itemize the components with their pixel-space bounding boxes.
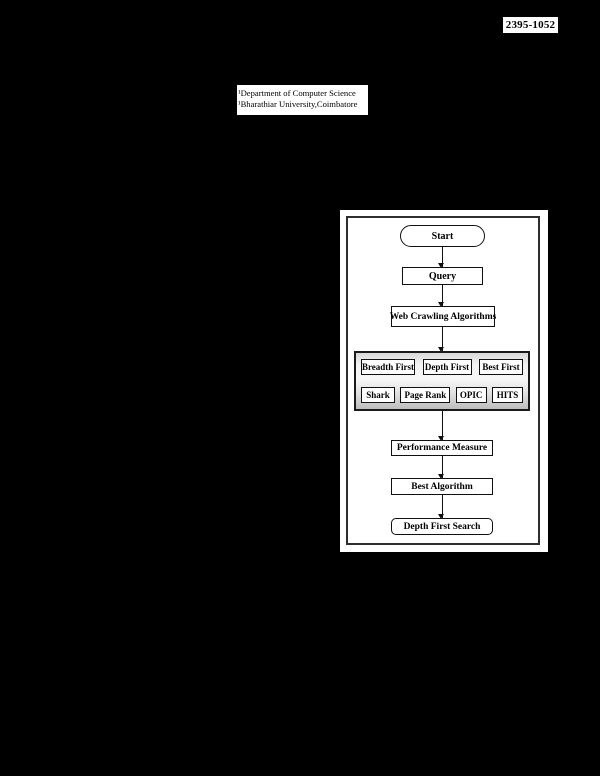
flow-node-shark: Shark	[361, 387, 395, 403]
flow-node-hits: HITS	[491, 387, 523, 403]
flow-node-depth-first-search: Depth First Search	[391, 518, 493, 535]
flow-arrow-start-query	[438, 247, 445, 268]
flow-algorithm-group: Breadth First Depth First Best First Sha…	[354, 351, 530, 411]
flow-node-query: Query	[402, 267, 483, 285]
affiliation-strip: ¹Department of Computer Science ¹Bharath…	[237, 85, 368, 115]
affiliation-line-university: ¹Bharathiar University,Coimbatore	[238, 99, 358, 109]
flow-node-best-first: Best First	[479, 359, 523, 375]
algorithm-row-2: Shark Page Rank OPIC HITS	[361, 387, 523, 403]
flow-node-web-crawling-algorithms: Web Crawling Algorithms	[390, 306, 496, 327]
flow-arrow-best-result	[438, 495, 445, 519]
flow-arrow-performance-best	[438, 456, 445, 479]
affiliation-line-department: ¹Department of Computer Science	[238, 88, 356, 98]
flow-node-opic: OPIC	[455, 387, 487, 403]
issn-badge: 2395-1052	[503, 17, 558, 33]
flow-node-page-rank: Page Rank	[400, 387, 451, 403]
flowchart-frame	[346, 216, 540, 545]
algorithm-row-1: Breadth First Depth First Best First	[361, 359, 523, 375]
flow-arrow-webcrawling-group	[438, 327, 445, 352]
flowchart-panel: Start Query Web Crawling Algorithms Brea…	[340, 210, 548, 552]
flow-node-breadth-first: Breadth First	[361, 359, 415, 375]
flow-node-depth-first: Depth First	[422, 359, 472, 375]
flow-node-start: Start	[400, 225, 485, 247]
flow-node-best-algorithm: Best Algorithm	[391, 478, 493, 495]
flow-node-performance-measure: Performance Measure	[391, 440, 493, 456]
flow-arrow-group-performance	[438, 411, 445, 441]
flow-arrow-query-webcrawling	[438, 285, 445, 307]
